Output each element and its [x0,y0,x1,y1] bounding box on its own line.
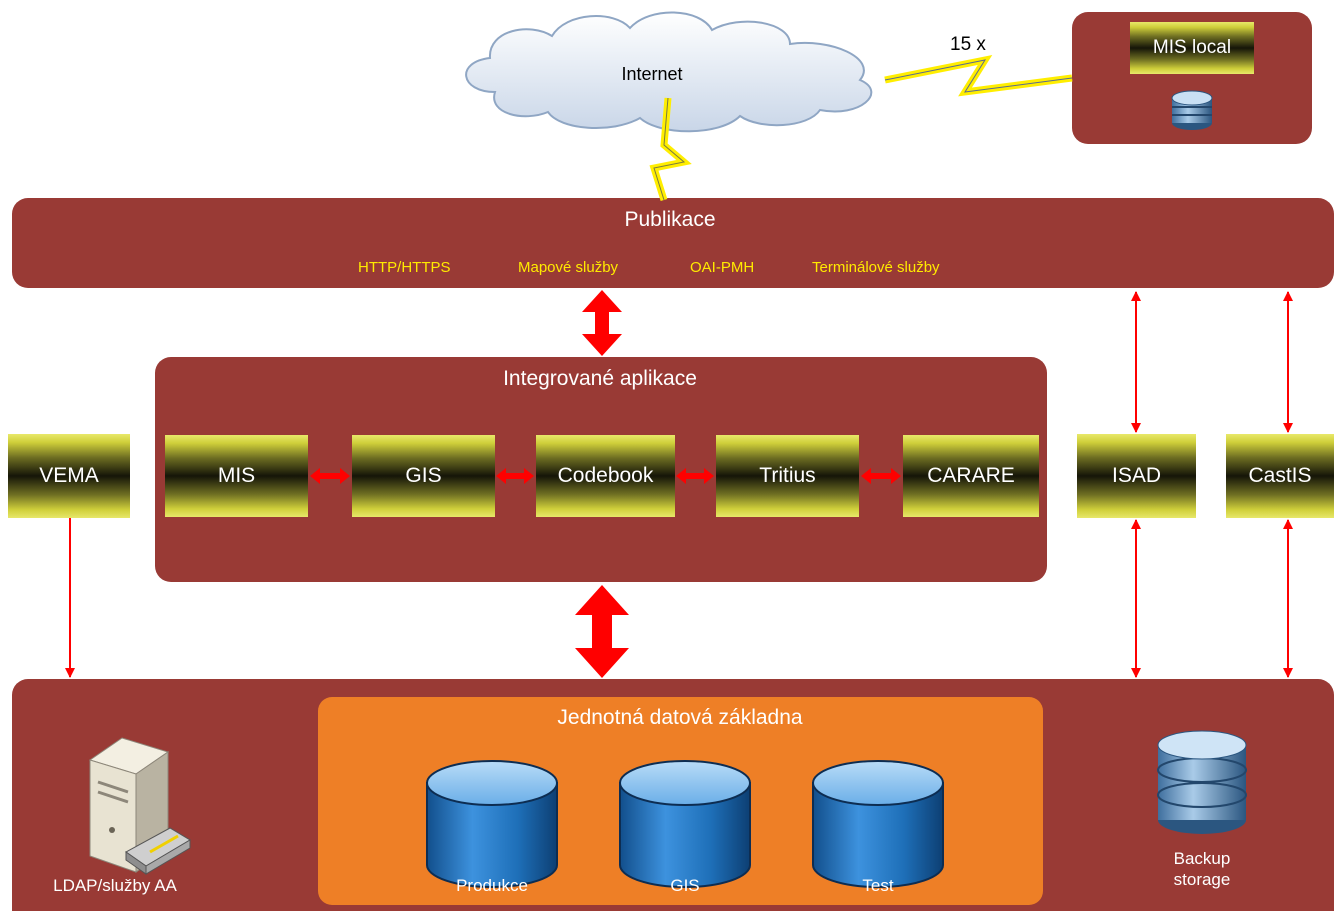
service-map: Mapové služby [518,259,619,276]
integrated-title: Integrované aplikace [503,367,697,390]
service-terminal: Terminálové služby [812,259,940,276]
apps-database-arrow [575,585,629,678]
mis-gis-connector [310,468,350,484]
ldap-label: LDAP/služby AA [53,876,177,895]
app-carare: CARARE [903,435,1039,517]
publikace-panel [12,198,1334,288]
mis-local-box: MIS local [1130,22,1254,74]
system-isad: ISAD [1077,434,1196,518]
internet-cloud-icon [465,11,873,133]
db-cylinder-icon [426,760,558,888]
backup-label: Backup storage [1173,849,1231,889]
db-cylinder-icon [619,760,751,888]
lightning-right-icon [884,54,1073,97]
service-http: HTTP/HTTPS [358,259,451,276]
connection-count: 15 x [950,34,986,55]
server-icon [88,737,191,875]
db-produkce-label: Produkce [456,876,528,895]
gis-codebook-connector [496,468,534,484]
database-title: Jednotná datová základna [557,706,803,729]
system-vema: VEMA [8,434,130,518]
app-gis: GIS [352,435,495,517]
db-gis-label: GIS [670,876,700,895]
app-codebook: Codebook [536,435,675,517]
publikace-title: Publikace [624,208,716,231]
mis-local-db-icon [1171,90,1213,130]
codebook-tritius-connector [676,468,714,484]
service-oai: OAI-PMH [690,259,755,276]
internet-label: Internet [621,64,683,84]
db-cylinder-icon [812,760,944,888]
backup-storage-icon [1157,730,1247,834]
system-castis: CastIS [1226,434,1334,518]
app-mis: MIS [165,435,308,517]
db-test-label: Test [862,876,894,895]
publikace-apps-arrow [582,290,622,356]
tritius-carare-connector [861,468,901,484]
app-tritius: Tritius [716,435,859,517]
